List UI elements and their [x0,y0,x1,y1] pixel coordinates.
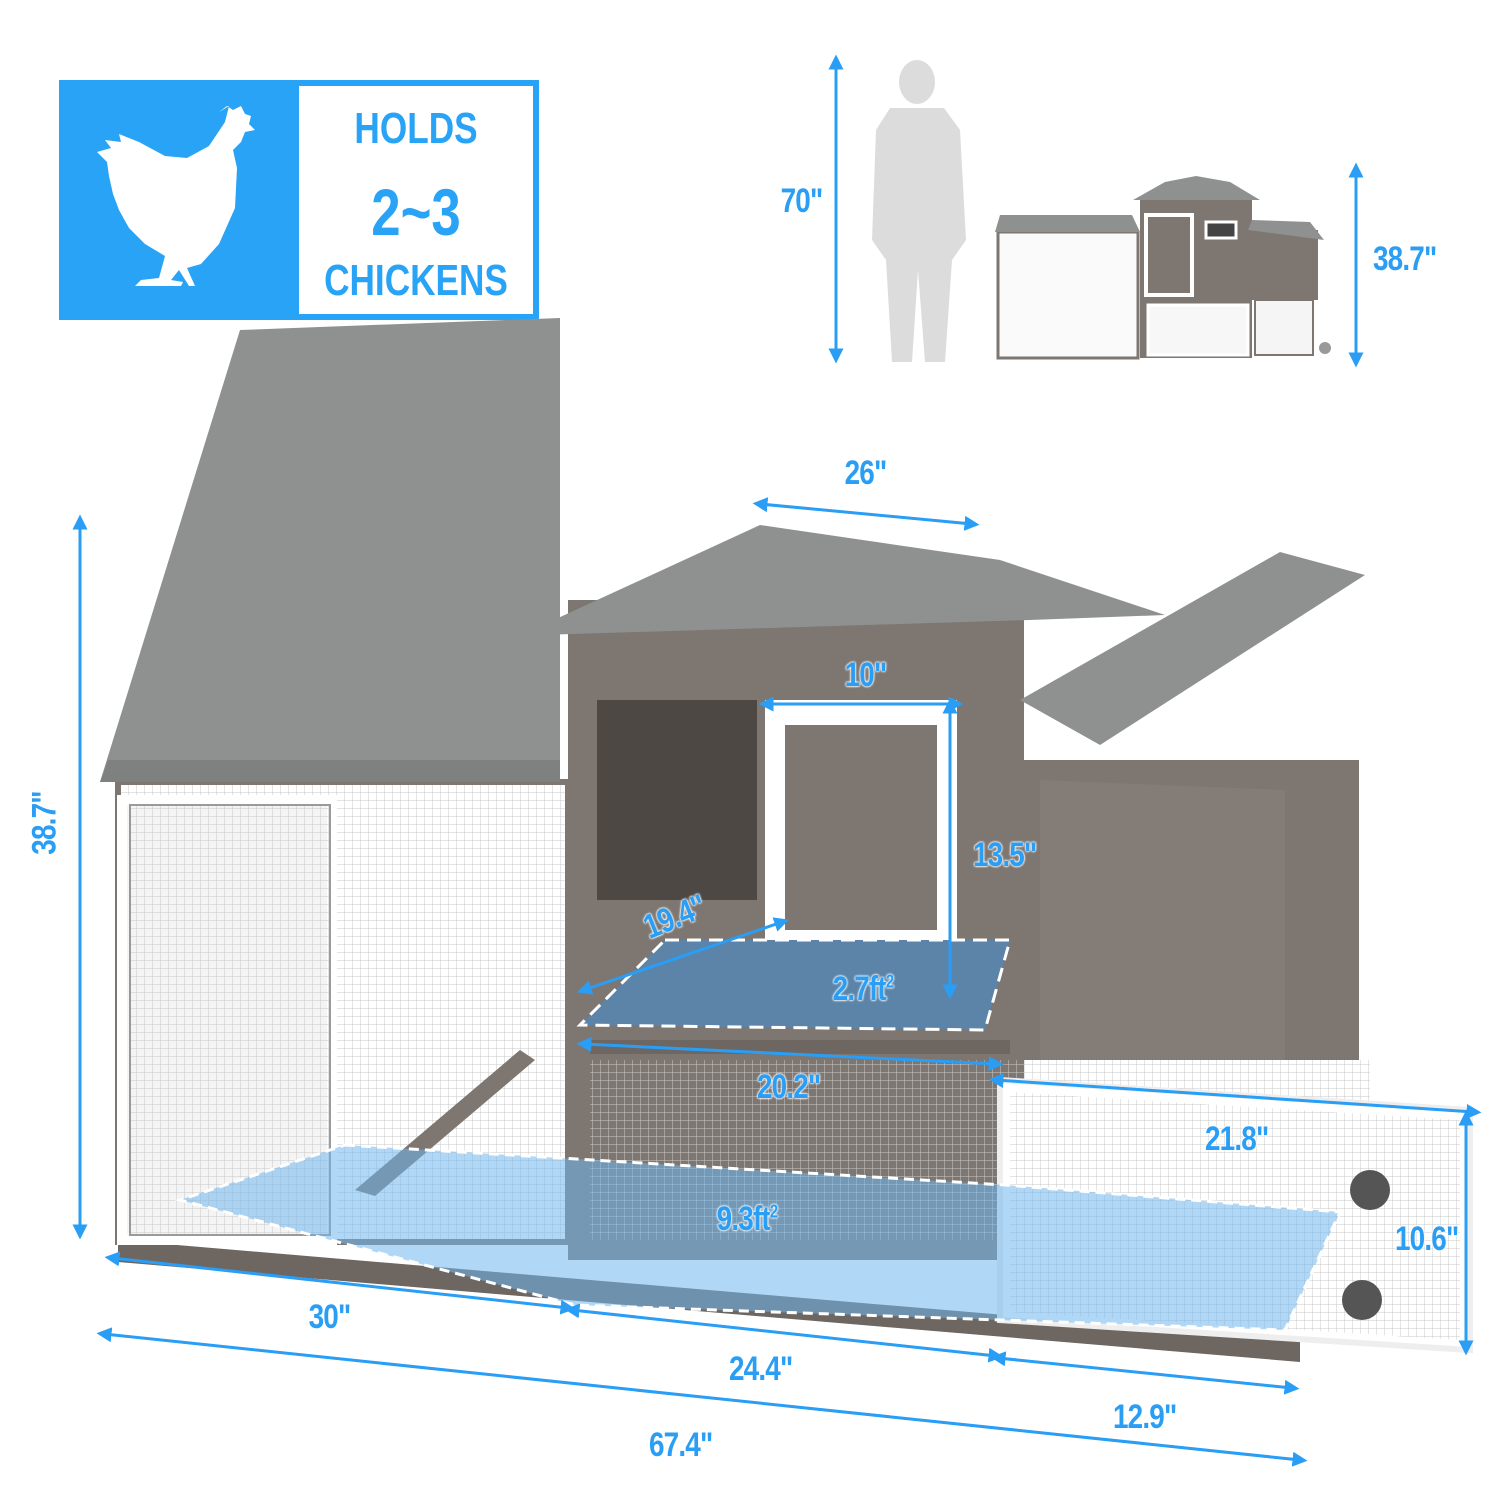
left-run-length-label: 30" [308,1298,352,1336]
tray-height-label: 10.6" [1394,1220,1459,1258]
nest-area-unit-exponent: 2 [885,971,894,992]
tray-length-label: 21.8" [1204,1120,1269,1158]
capacity-badge: HOLDS 2~3 CHICKENS [59,80,539,320]
small-coop-height-label: 38.7" [1372,240,1437,278]
run-area-label: 9.3ft2 [717,1202,778,1236]
right-length-label: 12.9" [1112,1398,1177,1436]
door-height-label: 13.5" [972,836,1037,874]
nest-width-label: 20.2" [756,1068,821,1106]
run-area-unit-exponent: 2 [769,1201,778,1222]
badge-line-chickens: CHICKENS [324,256,508,305]
badge-line-count: 2~3 [371,175,461,249]
roof-width-label: 26" [844,454,888,492]
door-width-label: 10" [844,656,888,694]
overall-height-label: 38.7" [25,791,64,855]
capacity-text-box: HOLDS 2~3 CHICKENS [299,86,533,314]
nest-area-label: 2.7ft2 [833,972,894,1006]
person-height-label: 70" [780,182,824,220]
total-length-label: 67.4" [648,1426,713,1464]
run-area-value: 9.3ft [716,1200,771,1238]
small-coop-image [995,176,1331,360]
middle-length-label: 24.4" [728,1350,793,1388]
chicken-icon [97,106,255,286]
person-silhouette [872,60,966,362]
nest-area-value: 2.7ft [832,970,887,1008]
badge-line-holds: HOLDS [354,104,478,153]
